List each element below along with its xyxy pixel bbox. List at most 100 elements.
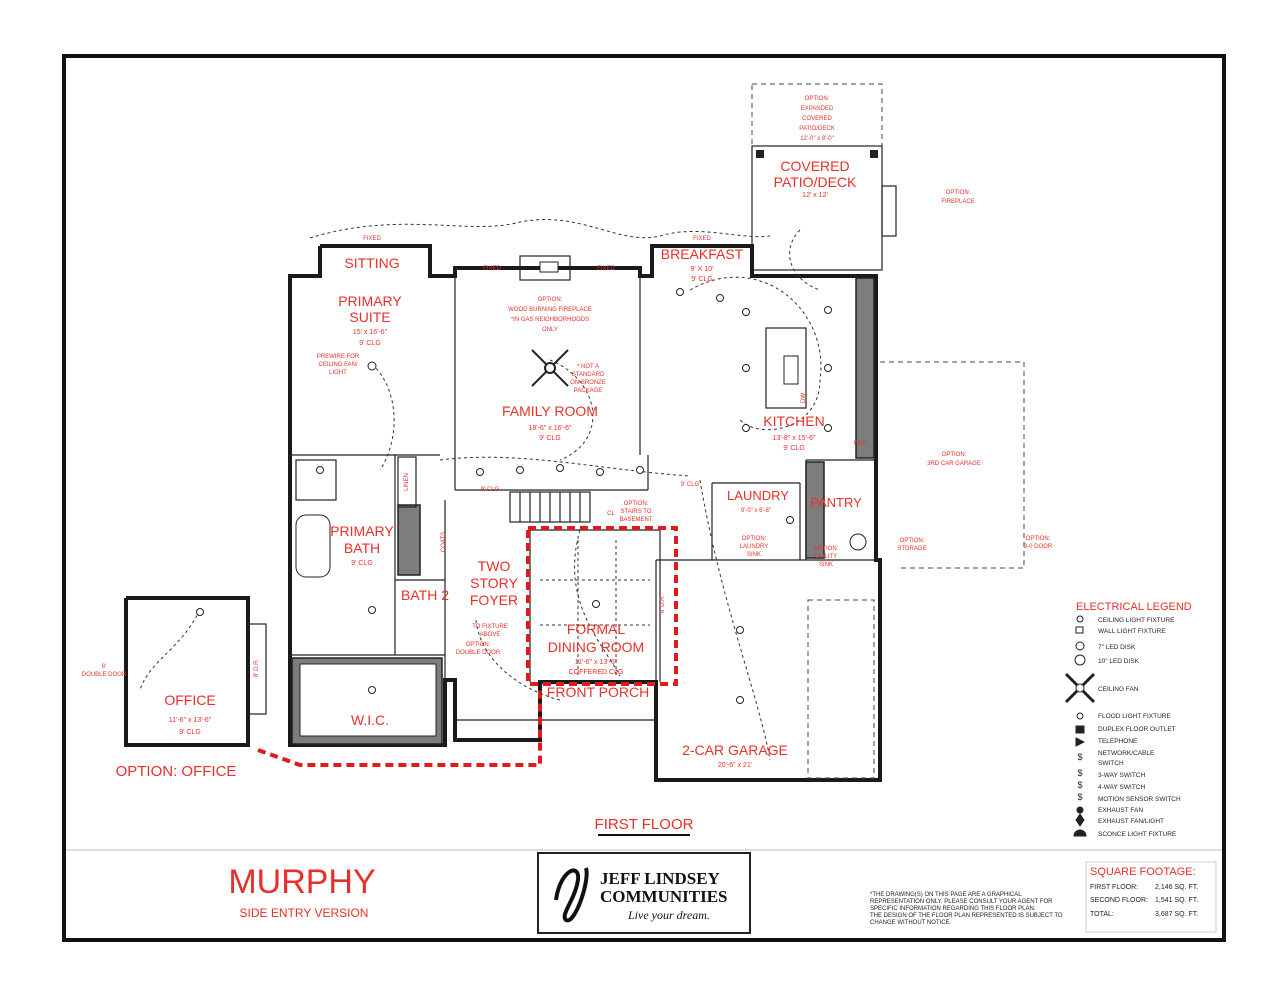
svg-text:$: $ [1077,752,1082,762]
room-label-primary-suite-1: PRIMARY [338,293,402,309]
fireplace-option-3: *IN GAS NEIGHBORHOODS [511,317,589,323]
dr-label: 8' D.R. [660,595,666,613]
to-fixture-1: TO FIXTURE [472,624,508,630]
legend-item: WALL LIGHT FIXTURE [1098,628,1166,635]
legend-items: CEILING LIGHT FIXTURE WALL LIGHT FIXTURE… [1098,617,1181,838]
utility-sink-3: SINK [819,562,833,568]
logo-line-2: COMMUNITIES [600,887,728,906]
office-double-door-2: DOUBLE DOOR [82,672,127,678]
prewire-note-1: PREWIRE FOR [317,354,360,360]
prewire-note-3: LIGHT [329,370,347,376]
coats-label: COATS [441,532,447,552]
fireplace-firebox [539,261,559,273]
utility-sink-1: OPTION: [814,546,839,552]
wic-interior [299,663,437,737]
storage-option-1: OPTION: [900,538,925,544]
first-floor-label: FIRST FLOOR [595,816,694,833]
double-door-1: OPTION: [466,642,491,648]
utility-sink-2: UTILITY [815,554,837,560]
dining-option-boundary [526,526,678,686]
room-label-front-porch: FRONT PORCH [547,684,649,700]
plan-subtitle: SIDE ENTRY VERSION [240,906,369,920]
legend-item: CEILING FAN [1098,686,1139,693]
svg-text:$: $ [1077,768,1082,778]
fireplace [519,255,571,281]
expanded-patio-note-1: OPTION: [805,96,830,102]
dw-label: DW [801,393,807,403]
cl-note: CL [607,511,615,517]
fixed-window-note: FIXED [483,266,501,272]
fixed-window-note: FIXED [597,266,615,272]
square-footage-box [1085,861,1217,933]
room-label-foyer-1: TWO [478,558,511,574]
plan-title: MURPHY [228,863,375,901]
room-label-laundry: LAUNDRY [727,488,789,503]
room-clg-office: 9' CLG [179,729,201,736]
office-closet [247,623,267,715]
sqft-value: 2,146 SQ. FT. [1155,884,1198,891]
sqft-label: TOTAL: [1090,911,1114,918]
fireplace-option-4: ONLY [542,327,558,333]
disclaimer-line: REPRESENTATION ONLY. PLEASE CONSULT YOUR… [870,899,1053,905]
room-clg-primary-bath: 9' CLG [351,560,373,567]
clg-note: 9' CLG [481,487,500,493]
fixed-window-note: FIXED [363,236,381,242]
not-standard-note-2: STANDARD [572,372,605,378]
room-dims-garage: 20'-6" x 21' [718,762,752,769]
logo-line-1: JEFF LINDSEY [600,869,720,888]
stairs-option-1: OPTION: [624,501,649,507]
legend-item: 4-WAY SWITCH [1098,784,1145,791]
logo-mark [554,867,589,923]
ref-note: REF [854,441,866,447]
laundry-sink-3: SINK [747,552,761,558]
sqft-title: SQUARE FOOTAGE: [1090,866,1196,878]
fireplace2-note-1: OPTION: [946,190,971,196]
disclaimer-line: SPECIFIC INFORMATION REGARDING THIS FLOO… [870,906,1036,912]
fireplace2-note-2: FIREPLACE [941,199,974,205]
room-clg-kitchen: 9' CLG [783,445,805,452]
room-label-primary-bath-2: BATH [344,540,380,556]
expanded-patio-note-4: PATIO/DECK [799,126,834,132]
legend-title: ELECTRICAL LEGEND [1076,601,1192,613]
door-option-2: 3-0 DOOR [1024,544,1053,550]
not-standard-note-3: ON BRONZE [570,380,606,386]
electrical-wiring [139,219,822,761]
legend-item: FLOOD LIGHT FIXTURE [1098,713,1171,720]
room-clg-family-room: 9' CLG [539,435,561,442]
room-label-garage: 2-CAR GARAGE [682,742,788,758]
not-standard-note-4: PACKAGE [574,388,603,394]
prewire-note-2: CEILING FAN/ [318,362,357,368]
page-border [62,54,1226,942]
legend-item: SCONCE LIGHT FIXTURE [1098,831,1177,838]
kitchen-island [765,327,807,409]
linen-label: LINEN [404,473,410,491]
fireplace-option-2: WOOD BURNING FIREPLACE [508,307,592,313]
garage-door-zone [807,599,875,779]
legend-item: TELEPHONE [1098,738,1138,745]
logo-tagline: Live your dream. [627,908,710,922]
sqft-value: 1,541 SQ. FT. [1155,897,1198,904]
disclaimer: *THE DRAWING(S) ON THIS PAGE ARE A GRAPH… [870,892,1063,926]
room-clg-dining: COFFERED CLG [569,669,624,676]
patio-fireplace [881,185,897,237]
storage-option-2: STORAGE [897,546,926,552]
room-clg-breakfast: 9' CLG [691,276,713,283]
svg-text:$: $ [1077,780,1082,790]
room-label-primary-bath-1: PRIMARY [330,523,394,539]
fixed-window-note: FIXED [693,236,711,242]
sqft-label: FIRST FLOOR: [1090,884,1138,891]
pantry-shelves [805,461,825,559]
clg-note: 9' CLG [681,482,700,488]
expanded-patio-note-3: COVERED [802,116,832,122]
room-label-dining-1: FORMAL [567,621,626,637]
room-label-sitting: SITTING [344,255,399,271]
legend-symbols: $ $ $ $ [1064,615,1096,837]
ceiling-fan-symbol [531,349,569,387]
expanded-patio-note-5: 12'-0" x 8'-0" [800,136,834,142]
room-label-pantry: PANTRY [810,495,862,510]
island-sink [783,355,799,385]
laundry-sink-1: OPTION: [742,536,767,542]
sqft-label: SECOND FLOOR: [1090,897,1148,904]
ceiling-light-fixtures [196,288,832,704]
